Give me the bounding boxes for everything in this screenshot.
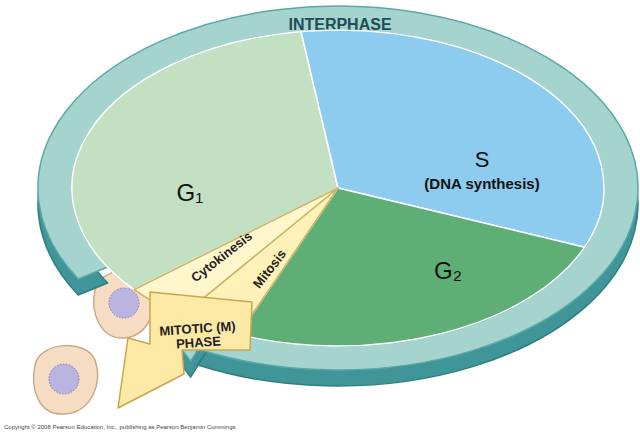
phase-label: Cytokinesis <box>174 218 269 297</box>
ring-extrusion <box>38 22 638 386</box>
g1-sector <box>72 32 338 290</box>
daughter-cell-upper <box>94 270 154 338</box>
phase-label: (DNA synthesis) <box>402 176 562 193</box>
cell-nucleus <box>109 288 139 318</box>
daughter-cell-lower <box>34 345 98 414</box>
cell-body <box>94 270 154 338</box>
cell-body <box>34 345 98 414</box>
s-sector <box>301 30 604 247</box>
phase-label: INTERPHASE <box>240 16 440 34</box>
interphase-ring <box>38 6 638 370</box>
mitosis-wedge <box>182 188 338 335</box>
cell-nucleus <box>49 364 79 394</box>
phase-label: MITOTIC (M) PHASE <box>158 319 238 353</box>
mitotic-phase-arrow <box>118 292 252 408</box>
copyright-note: Copyright © 2008 Pearson Education, Inc.… <box>4 424 237 430</box>
g2-sector <box>238 188 584 346</box>
phase-label: G₁ <box>160 180 220 206</box>
phase-label: Mitosis <box>237 229 304 309</box>
phase-label: G₂ <box>418 258 478 284</box>
cytokinesis-wedge <box>134 188 338 316</box>
phase-label: S <box>452 148 512 172</box>
